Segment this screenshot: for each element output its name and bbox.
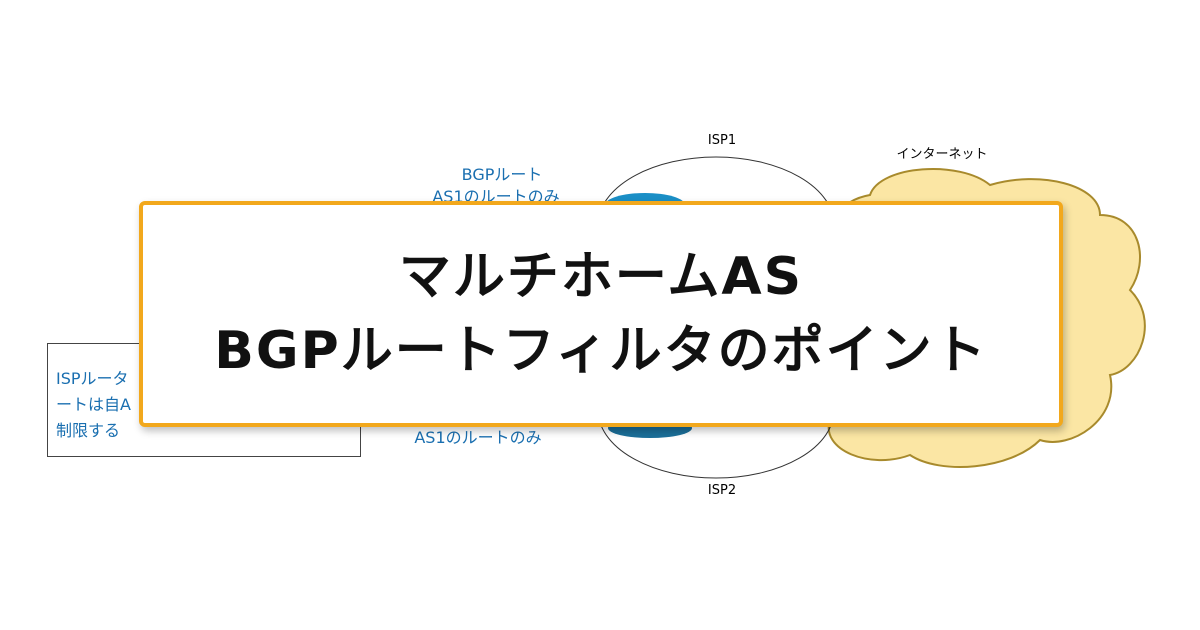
bgp-route-label-top: BGPルート <box>462 165 543 184</box>
title-line-1: マルチホームAS <box>398 247 804 307</box>
isp1-label: ISP1 <box>708 133 736 148</box>
note-line: 制限する <box>56 421 121 440</box>
internet-label: インターネット <box>896 147 987 162</box>
note-line: ートは自A <box>56 395 131 414</box>
title-line-2: BGPルートフィルタのポイント <box>214 321 988 381</box>
as1-route-label-bottom: AS1のルートのみ <box>414 428 541 447</box>
title-card: マルチホームAS BGPルートフィルタのポイント <box>139 201 1063 427</box>
isp2-label: ISP2 <box>708 483 736 498</box>
note-line: ISPルータ <box>56 369 129 388</box>
